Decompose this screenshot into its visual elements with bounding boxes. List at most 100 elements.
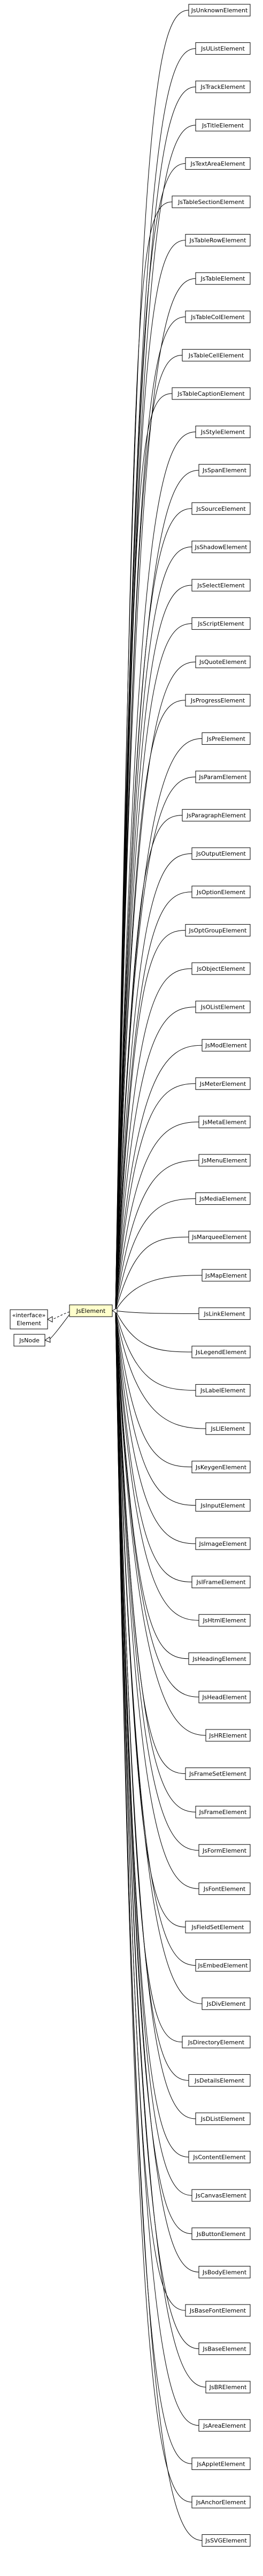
class-node-jsiframeelement[interactable]: JsIFrameElement <box>191 1576 251 1589</box>
class-node-jsscriptelement[interactable]: JsScriptElement <box>191 617 251 630</box>
class-node-jsframeelement[interactable]: JsFrameElement <box>195 1806 251 1818</box>
jsnode-node[interactable]: JsNode <box>13 1334 45 1347</box>
class-node-jstextareaelement[interactable]: JsTextAreaElement <box>185 157 251 170</box>
class-node-jsobjectelement[interactable]: JsObjectElement <box>191 962 251 975</box>
inheritance-edge <box>115 1198 196 1311</box>
class-box <box>205 1729 251 1742</box>
interface-element-box <box>10 1309 48 1329</box>
inheritance-edge <box>115 1310 186 2311</box>
class-node-jsselectelement[interactable]: JsSelectElement <box>191 579 251 592</box>
class-name: JsAppletElement <box>196 2460 245 2467</box>
class-node-jsheadingelement[interactable]: JsHeadingElement <box>188 1652 251 1665</box>
inheritance-edge <box>115 1310 199 1314</box>
class-node-jstablesectionelement[interactable]: JsTableSectionElement <box>172 195 251 208</box>
class-node-jstrackelement[interactable]: JsTrackElement <box>195 80 251 93</box>
class-node-jsbodyelement[interactable]: JsBodyElement <box>198 2265 251 2278</box>
class-node-jsunknownelement[interactable]: JsUnknownElement <box>188 4 251 17</box>
class-node-jstablecolelement[interactable]: JsTableColElement <box>185 311 251 323</box>
class-node-jsoptionelement[interactable]: JsOptionElement <box>191 886 251 898</box>
class-node-jsembedelement[interactable]: JsEmbedElement <box>195 1959 251 1972</box>
class-box <box>205 1422 251 1435</box>
class-box <box>185 1921 251 1933</box>
class-box <box>188 2074 251 2087</box>
class-node-jsoutputelement[interactable]: JsOutputElement <box>191 847 251 860</box>
class-name: JsLegendElement <box>195 1349 247 1356</box>
class-node-jshrelement[interactable]: JsHRElement <box>205 1729 251 1742</box>
inheritance-edge <box>115 163 186 1311</box>
class-node-jsmarqueeelement[interactable]: JsMarqueeElement <box>188 1230 251 1243</box>
class-node-jssvgelement[interactable]: JsSVGElement <box>202 2534 251 2547</box>
class-box <box>195 1806 251 1818</box>
class-node-jsdetailselement[interactable]: JsDetailsElement <box>188 2074 251 2087</box>
class-node-jslielement[interactable]: JsLIElement <box>205 1422 251 1435</box>
class-node-jsbuttonelement[interactable]: JsButtonElement <box>191 2227 251 2240</box>
class-node-jsmodelement[interactable]: JsModElement <box>202 1039 251 1052</box>
class-node-jsmenuelement[interactable]: JsMenuElement <box>198 1154 251 1167</box>
class-node-jsanchorelement[interactable]: JsAnchorElement <box>191 2496 251 2509</box>
class-node-jsprogresselement[interactable]: JsProgressElement <box>185 694 251 707</box>
class-node-jslabelelement[interactable]: JsLabelElement <box>195 1384 251 1397</box>
subclass-nodes: JsUnknownElementJsUListElementJsTrackEle… <box>172 4 251 2547</box>
class-node-jsdlistelement[interactable]: JsDListElement <box>195 2112 251 2125</box>
jselement-node[interactable]: JsElement <box>69 1304 113 1317</box>
class-node-jsdivelement[interactable]: JsDivElement <box>202 1997 251 2010</box>
inheritance-edge <box>115 1310 203 2541</box>
class-node-jsstyleelement[interactable]: JsStyleElement <box>195 426 251 439</box>
class-node-jsquoteelement[interactable]: JsQuoteElement <box>195 655 251 668</box>
class-name: JsContentElement <box>192 2154 246 2161</box>
class-node-jshtmlelement[interactable]: JsHtmlElement <box>198 1614 251 1627</box>
class-node-jslinkelement[interactable]: JsLinkElement <box>198 1307 251 1320</box>
class-node-jssourceelement[interactable]: JsSourceElement <box>191 502 251 515</box>
class-node-jsmediaelement[interactable]: JsMediaElement <box>195 1192 251 1205</box>
inheritance-edge <box>115 1160 199 1311</box>
class-node-jscontentelement[interactable]: JsContentElement <box>188 2151 251 2164</box>
class-node-jsparagraphelement[interactable]: JsParagraphElement <box>182 809 251 822</box>
inheritance-edge <box>115 508 192 1311</box>
class-node-jsolistelement[interactable]: JsOListElement <box>195 1001 251 1014</box>
class-node-jsframesetelement[interactable]: JsFrameSetElement <box>185 1767 251 1780</box>
class-node-jsimageelement[interactable]: JsImageElement <box>195 1537 251 1550</box>
class-name: JsOptionElement <box>196 889 246 896</box>
class-node-jslegendelement[interactable]: JsLegendElement <box>191 1346 251 1358</box>
inheritance-edge <box>115 201 173 1311</box>
class-node-jsshadowelement[interactable]: JsShadowElement <box>191 540 251 553</box>
class-node-jsoptgroupelement[interactable]: JsOptGroupElement <box>185 924 251 936</box>
class-node-jscanvaselement[interactable]: JsCanvasElement <box>191 2189 251 2202</box>
class-node-jsbrelement[interactable]: JsBRElement <box>205 2381 251 2393</box>
class-node-jsformelement[interactable]: JsFormElement <box>198 1844 251 1857</box>
class-node-jsfieldsetelement[interactable]: JsFieldSetElement <box>185 1921 251 1933</box>
class-node-jsmapelement[interactable]: JsMapElement <box>202 1269 251 1282</box>
interface-stereotype: «interface» <box>12 1312 46 1319</box>
class-node-jstitleelement[interactable]: JsTitleElement <box>195 119 251 132</box>
class-box <box>198 1154 251 1167</box>
class-node-jstablerowelement[interactable]: JsTableRowElement <box>185 234 251 247</box>
class-node-jsparamelement[interactable]: JsParamElement <box>195 770 251 783</box>
class-box <box>188 1652 251 1665</box>
class-node-jsdirectoryelement[interactable]: JsDirectoryElement <box>182 2036 251 2049</box>
interface-element-node[interactable]: «interface» Element <box>10 1309 48 1329</box>
class-node-jsbaseelement[interactable]: JsBaseElement <box>198 2343 251 2355</box>
class-node-jsmetaelement[interactable]: JsMetaElement <box>198 1115 251 1128</box>
jselement-box <box>69 1304 113 1317</box>
class-node-jsareaelement[interactable]: JsAreaElement <box>198 2419 251 2432</box>
class-box <box>198 1115 251 1128</box>
inheritance-edge <box>115 968 192 1311</box>
class-node-jstableelement[interactable]: JsTableElement <box>195 272 251 285</box>
class-node-jsbasefontelement[interactable]: JsBaseFontElement <box>185 2304 251 2317</box>
class-node-jspreelement[interactable]: JsPreElement <box>202 732 251 745</box>
class-node-jstablecellelement[interactable]: JsTableCellElement <box>182 349 251 361</box>
class-node-jsheadelement[interactable]: JsHeadElement <box>198 1690 251 1703</box>
class-node-jstablecaptionelement[interactable]: JsTableCaptionElement <box>172 387 251 400</box>
jselement-name: JsElement <box>76 1308 106 1315</box>
inheritance-edge <box>115 1310 196 1391</box>
class-node-jsulistelement[interactable]: JsUListElement <box>195 42 251 55</box>
class-node-jsinputelement[interactable]: JsInputElement <box>195 1499 251 1512</box>
class-node-jsspanelement[interactable]: JsSpanElement <box>198 464 251 477</box>
class-node-jsmeterelement[interactable]: JsMeterElement <box>195 1077 251 1090</box>
inheritance-edge <box>115 1310 206 1736</box>
class-box <box>191 2227 251 2240</box>
class-node-jskeygenelement[interactable]: JsKeygenElement <box>191 1461 251 1474</box>
class-node-jsfontelement[interactable]: JsFontElement <box>198 1882 251 1895</box>
class-node-jsappletelement[interactable]: JsAppletElement <box>191 2457 251 2470</box>
